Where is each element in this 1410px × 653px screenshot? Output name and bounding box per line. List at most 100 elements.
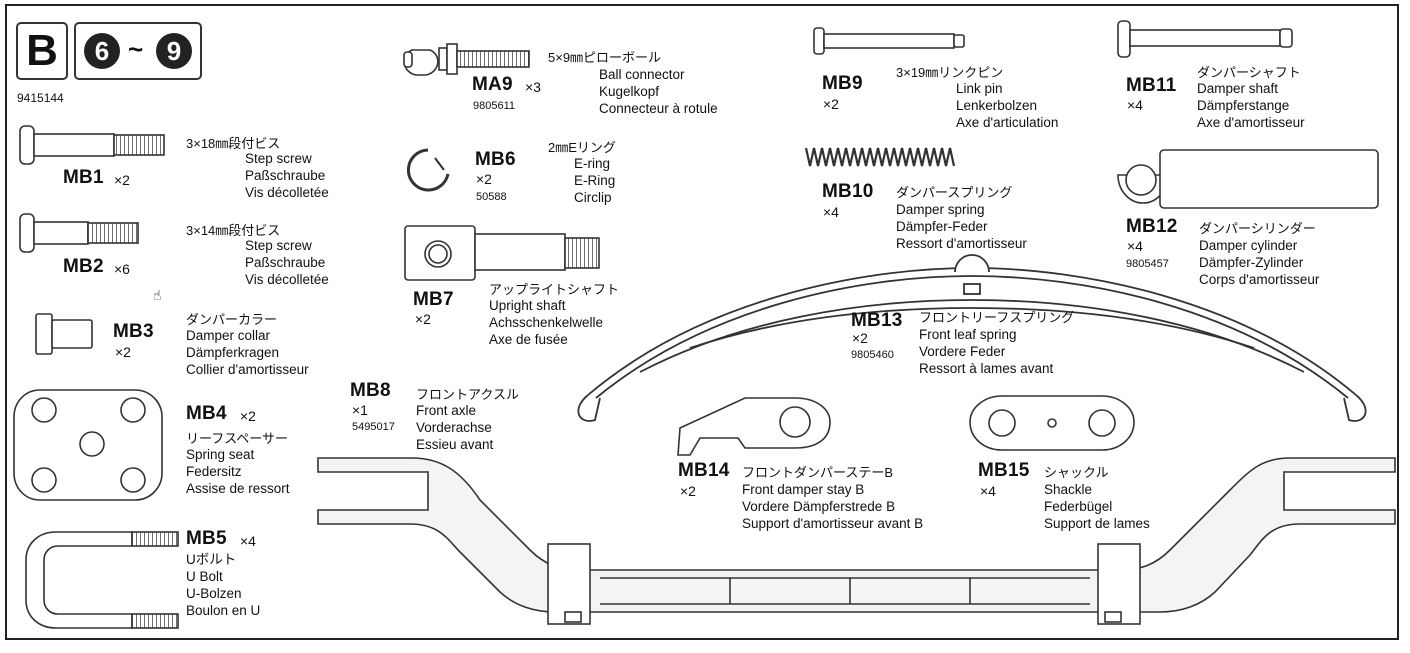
part-code-ma9: MA9 <box>472 74 513 95</box>
part-number-mb6: 50588 <box>476 191 507 203</box>
part-jp-mb10: ダンパースプリング <box>896 185 1013 200</box>
part-en-mb5: U Bolt <box>186 569 223 584</box>
damper-shaft-drawing <box>1117 20 1293 58</box>
part-de-mb1: Paßschraube <box>245 168 326 183</box>
part-de-mb15: Federbügel <box>1044 499 1113 514</box>
part-en-mb7: Upright shaft <box>489 298 566 313</box>
part-jp-mb3: ダンパーカラー <box>186 312 278 327</box>
step-to-circle: 9 <box>156 33 192 69</box>
part-jp-mb5: Uボルト <box>186 552 237 567</box>
e-ring-drawing <box>406 148 450 192</box>
part-de-mb6: E-Ring <box>574 173 616 188</box>
part-fr-mb8: Essieu avant <box>416 437 494 452</box>
part-qty-ma9: ×3 <box>525 79 541 95</box>
u-bolt-drawing <box>25 531 179 629</box>
part-qty-mb4: ×2 <box>240 408 256 424</box>
part-qty-mb11: ×4 <box>1127 97 1143 113</box>
part-de-mb4: Federsitz <box>186 464 242 479</box>
part-qty-mb13: ×2 <box>852 330 868 346</box>
part-qty-mb7: ×2 <box>415 311 431 327</box>
step-screw-mb1-drawing <box>19 125 165 165</box>
part-code-mb6: MB6 <box>475 149 516 170</box>
ball-connector-drawing <box>403 43 530 76</box>
part-de-ma9: Kugelkopf <box>599 84 660 99</box>
part-en-mb1: Step screw <box>245 151 312 166</box>
part-code-mb15: MB15 <box>978 460 1030 481</box>
damper-stay-drawing <box>677 397 831 456</box>
part-code-mb10: MB10 <box>822 181 874 202</box>
part-en-mb2: Step screw <box>245 238 312 253</box>
part-code-mb13: MB13 <box>851 310 903 331</box>
part-qty-mb8: ×1 <box>352 402 368 418</box>
part-qty-mb15: ×4 <box>980 483 996 499</box>
part-de-mb10: Dämpfer-Feder <box>896 219 988 234</box>
part-fr-mb2: Vis décolletée <box>245 272 329 287</box>
part-de-mb11: Dämpferstange <box>1197 98 1290 113</box>
damper-spring-drawing <box>804 147 956 167</box>
part-jp-mb13: フロントリーフスプリング <box>919 310 1075 325</box>
part-jp-mb1: 3×18㎜段付ビス <box>186 136 281 151</box>
part-fr-mb3: Collier d'amortisseur <box>186 362 309 377</box>
link-pin-drawing <box>813 27 965 55</box>
part-de-mb13: Vordere Feder <box>919 344 1006 359</box>
part-de-mb9: Lenkerbolzen <box>956 98 1038 113</box>
part-fr-mb5: Boulon en U <box>186 603 261 618</box>
part-fr-mb10: Ressort d'amortisseur <box>896 236 1027 251</box>
part-jp-mb2: 3×14㎜段付ビス <box>186 223 281 238</box>
part-de-mb7: Achsschenkelwelle <box>489 315 604 330</box>
part-qty-mb14: ×2 <box>680 483 696 499</box>
part-fr-ma9: Connecteur à rotule <box>599 101 718 116</box>
bag-letter-badge: B <box>16 22 68 80</box>
part-qty-mb10: ×4 <box>823 204 839 220</box>
part-fr-mb7: Axe de fusée <box>489 332 568 347</box>
part-en-mb9: Link pin <box>956 81 1003 96</box>
part-en-mb4: Spring seat <box>186 447 255 462</box>
part-number-mb8: 5495017 <box>352 421 395 433</box>
part-fr-mb12: Corps d'amortisseur <box>1199 272 1320 287</box>
part-jp-mb15: シャックル <box>1044 465 1109 480</box>
damper-cylinder-drawing <box>1117 149 1379 209</box>
upright-shaft-drawing <box>404 225 600 281</box>
part-fr-mb9: Axe d'articulation <box>956 115 1059 130</box>
part-de-mb2: Paßschraube <box>245 255 326 270</box>
part-fr-mb14: Support d'amortisseur avant B <box>742 516 924 531</box>
part-code-mb5: MB5 <box>186 528 227 549</box>
part-qty-mb6: ×2 <box>476 171 492 187</box>
part-fr-mb4: Assise de ressort <box>186 481 290 496</box>
part-jp-mb12: ダンパーシリンダー <box>1199 221 1316 236</box>
part-code-mb1: MB1 <box>63 167 104 188</box>
shackle-drawing <box>969 395 1135 451</box>
part-en-mb14: Front damper stay B <box>742 482 865 497</box>
front-axle-drawing <box>317 457 1396 625</box>
part-code-mb7: MB7 <box>413 289 454 310</box>
part-en-mb11: Damper shaft <box>1197 81 1279 96</box>
part-code-mb9: MB9 <box>822 73 863 94</box>
part-code-mb14: MB14 <box>678 460 730 481</box>
part-en-ma9: Ball connector <box>599 67 685 82</box>
part-number-mb13: 9805460 <box>851 349 894 361</box>
parts-sheet-border <box>5 4 1399 640</box>
step-screw-mb2-drawing <box>19 213 139 253</box>
part-en-mb12: Damper cylinder <box>1199 238 1298 253</box>
part-fr-mb1: Vis décolletée <box>245 185 329 200</box>
part-qty-mb1: ×2 <box>114 172 130 188</box>
part-en-mb6: E-ring <box>574 156 611 171</box>
part-fr-mb11: Axe d'amortisseur <box>1197 115 1305 130</box>
hand-pointer-icon: ☝ <box>153 287 162 303</box>
part-jp-mb11: ダンパーシャフト <box>1197 65 1301 80</box>
part-number-mb12: 9805457 <box>1126 258 1169 270</box>
damper-collar-drawing <box>35 313 93 355</box>
part-en-mb10: Damper spring <box>896 202 985 217</box>
part-de-mb12: Dämpfer-Zylinder <box>1199 255 1304 270</box>
kit-number: 9415144 <box>17 91 64 105</box>
part-code-mb4: MB4 <box>186 403 227 424</box>
part-qty-mb3: ×2 <box>115 344 131 360</box>
leaf-spring-drawing <box>577 254 1367 422</box>
part-en-mb13: Front leaf spring <box>919 327 1017 342</box>
part-de-mb8: Vorderachse <box>416 420 492 435</box>
part-en-mb8: Front axle <box>416 403 477 418</box>
part-code-mb12: MB12 <box>1126 216 1178 237</box>
part-de-mb3: Dämpferkragen <box>186 345 280 360</box>
part-en-mb15: Shackle <box>1044 482 1093 497</box>
part-jp-mb14: フロントダンパーステーB <box>742 465 894 480</box>
